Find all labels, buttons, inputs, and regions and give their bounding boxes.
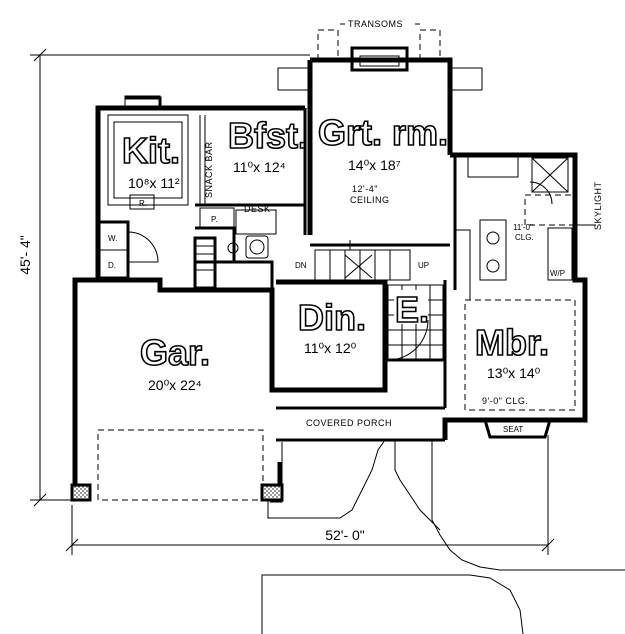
depth-dimension-line xyxy=(30,48,310,507)
garage-walls xyxy=(70,277,284,503)
master-ceiling-outline xyxy=(464,299,576,411)
seat-label: SEAT xyxy=(503,425,523,434)
great-room-features xyxy=(277,23,483,91)
pantry-desk xyxy=(195,203,305,290)
main-stairs xyxy=(310,240,450,281)
skylight-label: SKYLIGHT xyxy=(593,181,603,230)
breakfast-size: 11⁰x 12⁴ xyxy=(233,159,286,175)
dining-name: Din. xyxy=(298,297,366,338)
great-room-size: 14⁰x 18⁷ xyxy=(348,157,401,173)
bath-ceiling-height: 11'-0" xyxy=(513,223,533,232)
stairs-down-label: DN xyxy=(295,261,307,270)
covered-porch-label: COVERED PORCH xyxy=(306,418,392,428)
great-room-name: Grt. rm. xyxy=(318,112,448,153)
kitchen-size: 10⁸x 11² xyxy=(128,175,180,191)
desk-label: DESK xyxy=(244,204,271,214)
depth-dimension-label: 45'- 4" xyxy=(17,235,33,275)
great-room-ceiling-height: 12'-4" xyxy=(352,184,378,194)
walk-in-pantry-label: W/P xyxy=(550,269,565,278)
entry-tile xyxy=(387,284,444,361)
kitchen-name: Kit. xyxy=(122,130,180,171)
window-seat xyxy=(483,419,552,439)
driveway-lines xyxy=(261,439,625,634)
pantry-label: P. xyxy=(211,215,218,224)
master-ceiling-note: 9'-0" CLG. xyxy=(482,396,528,406)
small-stair xyxy=(193,236,217,290)
kitchen-counters xyxy=(107,95,206,210)
garage-door xyxy=(97,429,264,501)
master-bedroom-size: 13⁰x 14⁰ xyxy=(487,365,541,381)
breakfast-name: Bfst. xyxy=(228,115,308,156)
great-room-ceiling-label: CEILING xyxy=(350,195,390,205)
interior-walls xyxy=(303,108,447,408)
transoms-label: TRANSOMS xyxy=(348,19,403,29)
master-bedroom-name: Mbr. xyxy=(475,322,549,363)
laundry xyxy=(96,220,159,280)
stairs-up-label: UP xyxy=(418,261,429,270)
garage-size: 20⁰x 22⁴ xyxy=(148,377,202,393)
width-dimension-label: 52'- 0" xyxy=(325,527,365,543)
master-bath xyxy=(453,154,576,300)
dryer-label: D. xyxy=(108,261,116,270)
dining-size: 11⁰x 12⁰ xyxy=(304,340,357,356)
snack-bar-label: SNACK BAR xyxy=(204,141,214,198)
washer-label: W. xyxy=(108,234,117,243)
refrigerator-label: R. xyxy=(139,199,147,208)
width-dimension-line xyxy=(65,435,555,555)
entry-name: E. xyxy=(395,289,429,330)
bath-ceiling-label: CLG. xyxy=(515,233,534,242)
garage-name: Gar. xyxy=(140,332,210,373)
